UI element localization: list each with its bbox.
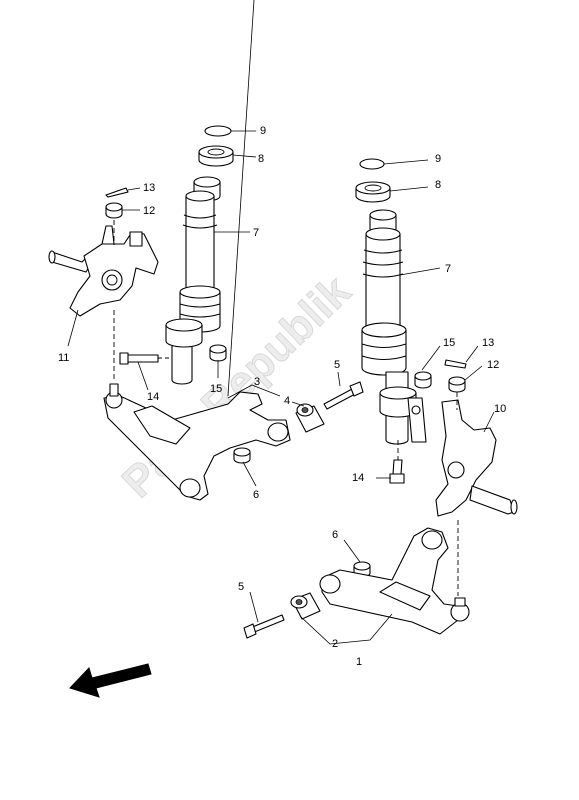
callout-5-lower: 5 xyxy=(238,581,244,593)
callout-labels: 1 2 3 4 5 5 6 6 7 7 8 8 9 9 10 11 12 12 … xyxy=(58,125,506,668)
watermark: PartsRepublik xyxy=(112,266,360,508)
steering-knuckle-left xyxy=(48,225,159,317)
lower-arm-right xyxy=(319,527,470,635)
alignment-lines xyxy=(113,220,459,596)
callout-7-left: 7 xyxy=(253,227,259,239)
bolt-5-upper xyxy=(323,381,364,410)
circlip-left xyxy=(204,125,232,137)
callout-9-left: 9 xyxy=(260,125,266,137)
castle-nut-right xyxy=(448,376,466,393)
shock-absorber-right xyxy=(355,158,427,445)
callout-12-left: 12 xyxy=(143,205,155,217)
callout-12-right: 12 xyxy=(487,359,499,371)
callout-8-right: 8 xyxy=(435,179,441,191)
flange-nut-left xyxy=(209,344,227,362)
callout-6-lower: 6 xyxy=(332,529,338,541)
callout-14-right: 14 xyxy=(352,472,364,484)
callout-2: 2 xyxy=(332,638,338,650)
callout-6-upper: 6 xyxy=(253,489,259,501)
lower-arm-left xyxy=(103,383,291,501)
callout-7-right: 7 xyxy=(445,263,451,275)
bushing-lower xyxy=(290,592,321,620)
watermark-text: PartsRepublik xyxy=(113,266,360,507)
leader-lines xyxy=(67,0,495,645)
flange-nut-right xyxy=(414,371,432,389)
steering-knuckle-right xyxy=(435,399,518,517)
callout-1: 1 xyxy=(356,656,362,668)
bolt-14-right xyxy=(389,459,405,484)
cotter-pin-left xyxy=(105,187,129,198)
bolt-5-lower xyxy=(243,614,285,639)
callout-4: 4 xyxy=(284,395,290,407)
castle-nut-left xyxy=(105,202,123,219)
callout-3: 3 xyxy=(254,376,260,388)
nut-6-upper xyxy=(233,447,251,464)
callout-14-left: 14 xyxy=(147,391,159,403)
circlip-right xyxy=(359,158,385,170)
callout-13-left: 13 xyxy=(143,182,155,194)
callout-13-right: 13 xyxy=(482,337,494,349)
front-direction-arrow-icon xyxy=(69,663,152,698)
callout-9-right: 9 xyxy=(435,153,441,165)
callout-5-upper: 5 xyxy=(334,359,340,371)
bushing-upper xyxy=(295,403,325,433)
callout-15-left: 15 xyxy=(210,383,222,395)
locknut-right xyxy=(355,181,391,195)
callout-11: 11 xyxy=(58,352,69,364)
callout-10: 10 xyxy=(494,403,506,415)
cotter-pin-right xyxy=(444,359,467,369)
locknut-left xyxy=(198,145,234,159)
bolt-14-left xyxy=(119,352,159,365)
callout-15-right: 15 xyxy=(443,337,455,349)
callout-8-left: 8 xyxy=(258,153,264,165)
shock-absorber-left xyxy=(165,125,234,385)
